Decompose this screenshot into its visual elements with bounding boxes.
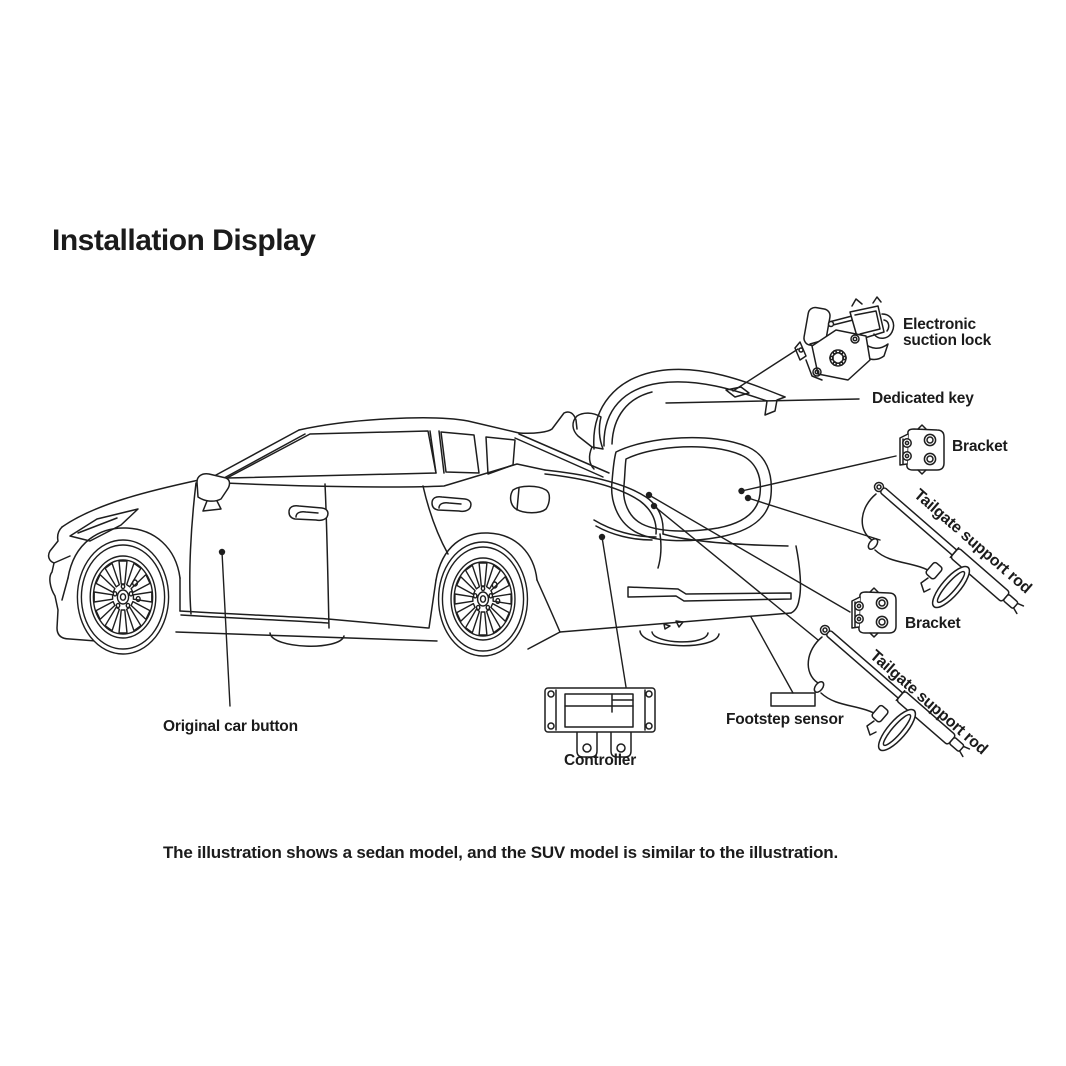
label-controller: Controller xyxy=(564,752,637,769)
label-dedicated-key: Dedicated key xyxy=(872,390,974,407)
front-wheel xyxy=(77,540,168,654)
controller-drawing xyxy=(545,688,655,757)
bracket-top-drawing xyxy=(899,424,945,475)
headlight xyxy=(70,509,138,541)
rear-trim-strip xyxy=(628,587,791,601)
electronic-suction-lock-drawing xyxy=(795,297,894,380)
rear-wheel xyxy=(439,542,528,656)
label-electronic-suction-lock: Electronic suction lock xyxy=(903,316,992,349)
spoiler-notch xyxy=(726,387,749,397)
quarter-window xyxy=(486,437,515,474)
original-button-leader-line xyxy=(222,552,230,706)
rod-top-leader-line xyxy=(748,498,880,540)
caption: The illustration shows a sedan model, an… xyxy=(163,843,839,862)
car-illustration xyxy=(49,369,801,656)
open-tailgate xyxy=(545,369,788,568)
label-bracket-top: Bracket xyxy=(952,438,1008,455)
callout-lines xyxy=(222,349,896,706)
tailgate-support-rod-bottom-drawing xyxy=(807,621,972,759)
tailgate-lid-outer xyxy=(594,369,785,449)
fuel-door xyxy=(511,486,550,513)
rear-door-handle xyxy=(432,497,471,512)
controller-leader-line xyxy=(602,537,626,687)
lock-leader-line xyxy=(733,349,798,391)
front-door-handle xyxy=(289,506,328,521)
bracket-top-leader-line xyxy=(742,456,897,491)
footstep-sensor-drawing xyxy=(771,693,815,706)
label-footstep-sensor: Footstep sensor xyxy=(726,711,844,728)
dedicated-key-leader-line xyxy=(666,399,859,403)
label-bracket-bottom: Bracket xyxy=(905,615,961,632)
callout-dots xyxy=(218,487,752,556)
bracket-bottom-leader-line xyxy=(649,495,850,612)
side-mirror xyxy=(197,474,230,501)
label-original-car-button: Original car button xyxy=(163,718,298,735)
bracket-bottom-drawing xyxy=(851,587,897,638)
rear-window xyxy=(441,432,479,473)
rod-bottom-leader-line xyxy=(654,506,818,640)
antenna-fin xyxy=(519,412,577,433)
car-body xyxy=(49,412,801,649)
footstep-leader-line xyxy=(751,617,793,693)
page-title: Installation Display xyxy=(52,224,316,257)
front-window xyxy=(227,431,436,478)
